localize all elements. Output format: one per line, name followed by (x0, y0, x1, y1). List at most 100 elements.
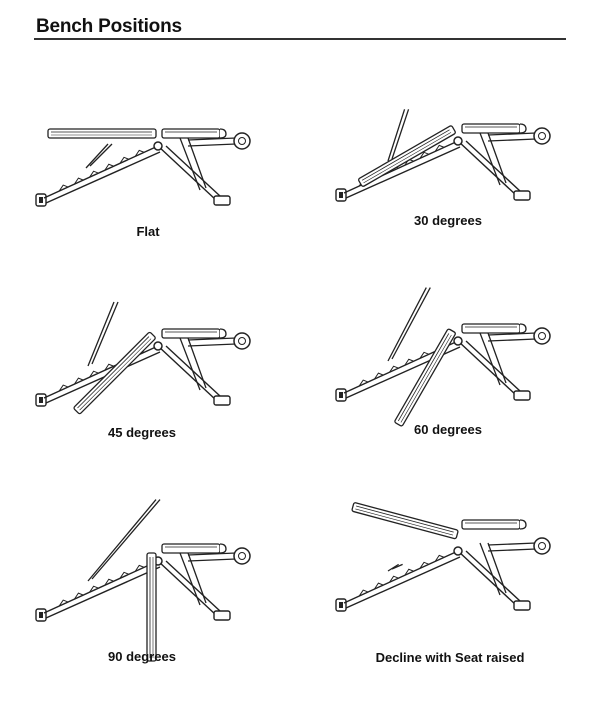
back-pad-stitch (397, 333, 450, 422)
ladder-tooth (419, 351, 430, 359)
leg-roller-hub (238, 337, 246, 345)
seat-post-a (479, 332, 501, 386)
seat-assembly (161, 543, 227, 554)
seat-pad (161, 543, 221, 554)
leg-arm-bottom (487, 338, 537, 342)
bench-frame (335, 109, 551, 202)
bench-frame (35, 499, 251, 662)
main-rail-top (43, 145, 159, 199)
seat-post-a (479, 132, 501, 186)
leg-arm-bottom (487, 548, 537, 552)
ladder-tooth (89, 170, 99, 178)
back-strut-a (85, 143, 109, 169)
leg-roller-hub (538, 542, 546, 550)
back-pad (358, 125, 456, 187)
ladder-tooth (134, 149, 145, 157)
front-foot-cap (339, 602, 343, 608)
leg-roller-hub (538, 132, 546, 140)
main-rail-bottom (345, 146, 461, 199)
seat-pad (161, 328, 221, 339)
back-strut-a (387, 109, 406, 162)
ladder-tooth (373, 372, 384, 380)
seat-post-a (179, 337, 201, 391)
back-pad-outline (47, 128, 157, 139)
caption-60-degrees: 60 degrees (414, 422, 482, 437)
ladder-tooth (104, 363, 114, 371)
seat-assembly (461, 323, 527, 334)
seat-nose (219, 128, 227, 139)
bench-90-illustration (35, 499, 251, 662)
ladder-tooth (73, 377, 84, 385)
title-divider (34, 38, 566, 40)
back-pad-outline (394, 328, 456, 427)
ladder-tooth (134, 564, 145, 572)
ladder-tooth (73, 592, 84, 600)
caption-90-degrees: 90 degrees (108, 649, 176, 664)
rear-leg-a (157, 145, 217, 201)
ladder-tooth (89, 370, 99, 378)
back-strut-b (91, 499, 161, 580)
ladder-tooth (434, 554, 445, 562)
leg-arm-bottom (187, 343, 237, 347)
ladder-tooth (419, 561, 430, 569)
bench-figure-decline (330, 502, 570, 625)
seat-assembly (461, 123, 527, 134)
seat-post-a (179, 552, 201, 606)
leg-arm-bottom (487, 138, 537, 142)
rear-foot (213, 610, 231, 621)
seat-pad (461, 519, 521, 530)
leg-roller-hub (238, 137, 246, 145)
ladder-tooth (434, 144, 445, 152)
back-pad-stitch (77, 336, 150, 409)
back-pad (73, 331, 156, 415)
leg-arm-top (487, 542, 537, 546)
ladder-tooth (404, 568, 414, 576)
caption-flat: Flat (136, 224, 160, 239)
rear-leg-a (457, 550, 517, 606)
main-rail-bottom (345, 556, 461, 609)
leg-arm-bottom (187, 143, 237, 147)
seat-nose (519, 323, 527, 334)
back-strut-a (87, 499, 157, 582)
leg-roller-hub (538, 332, 546, 340)
back-pad (146, 552, 157, 662)
caption-30-degrees: 30 degrees (414, 213, 482, 228)
leg-arm-top (487, 332, 537, 336)
bench-figure-flat (30, 110, 270, 220)
front-foot-cap (39, 197, 43, 203)
bench-60-illustration (335, 287, 551, 427)
leg-arm-top (187, 552, 237, 556)
hinge (153, 141, 163, 151)
seat-assembly (161, 128, 227, 139)
rear-foot (513, 190, 531, 201)
hinge (453, 546, 463, 556)
bench-figure-90-degrees (30, 450, 270, 662)
main-rail-bottom (45, 151, 161, 204)
seat-nose (519, 519, 527, 530)
bench-frame (35, 128, 251, 207)
ladder-tooth (89, 585, 99, 593)
ladder-tooth (358, 589, 369, 597)
ladder-tooth (419, 151, 430, 159)
front-foot-cap (339, 192, 343, 198)
back-pad-edge (355, 508, 453, 536)
leg-roller-hub (238, 552, 246, 560)
ladder-tooth (104, 578, 114, 586)
back-pad-stitch (361, 129, 450, 181)
ladder-tooth (404, 358, 414, 366)
back-strut-b (89, 143, 113, 167)
bench-45-illustration (35, 301, 251, 415)
back-strut-a (387, 287, 427, 362)
seat-nose (219, 328, 227, 339)
bench-frame (35, 301, 251, 415)
rear-leg-a (157, 345, 217, 401)
back-strut-b (391, 563, 403, 570)
bench-figure-45-degrees (30, 260, 270, 420)
seat-assembly (461, 519, 527, 530)
bench-figure-30-degrees (330, 70, 570, 215)
ladder-tooth (373, 582, 384, 590)
bench-30-illustration (335, 109, 551, 202)
rear-leg-a (457, 340, 517, 396)
back-pad-edge (363, 132, 452, 184)
leg-arm-bottom (187, 558, 237, 562)
